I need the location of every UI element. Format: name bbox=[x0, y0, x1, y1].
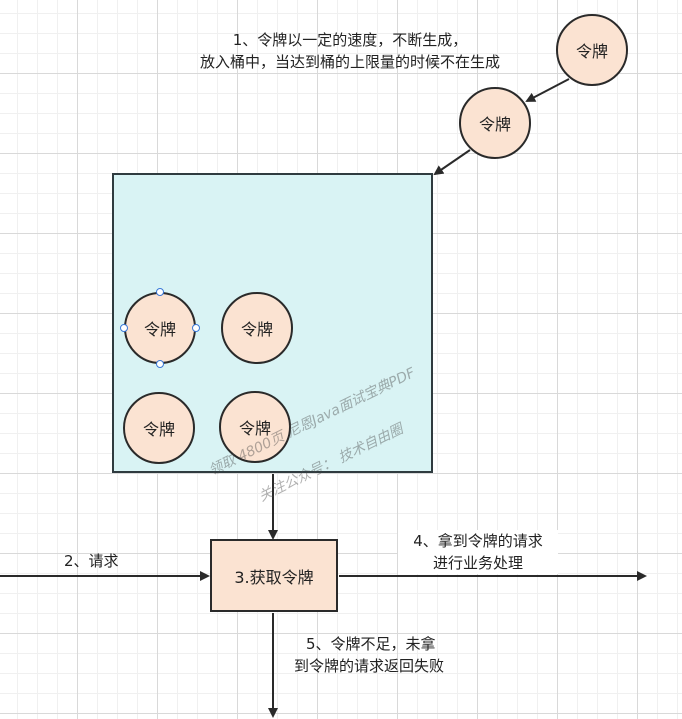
token-falling-top: 令牌 bbox=[556, 14, 628, 86]
selection-handle-bottom[interactable] bbox=[156, 360, 164, 368]
success-label: 4、拿到令牌的请求 进行业务处理 bbox=[398, 530, 558, 574]
fail-label-line2: 到令牌的请求返回失败 bbox=[294, 657, 445, 675]
acquire-token-label: 3.获取令牌 bbox=[234, 567, 314, 587]
token-in-bucket-3: 令牌 bbox=[123, 392, 195, 464]
annotation-generate-line1: 1、令牌以一定的速度，不断生成， bbox=[232, 31, 468, 49]
annotation-generate: 1、令牌以一定的速度，不断生成， 放入桶中，当达到桶的上限量的时候不在生成 bbox=[170, 29, 530, 73]
request-label: 2、请求 bbox=[64, 552, 119, 570]
token-falling-middle: 令牌 bbox=[459, 87, 531, 159]
selection-handle-top[interactable] bbox=[156, 288, 164, 296]
fail-label: 5、令牌不足，未拿 到令牌的请求返回失败 bbox=[294, 633, 444, 677]
arrow-token-to-bucket bbox=[433, 149, 471, 176]
arrow-token-to-token bbox=[525, 78, 570, 102]
token-in-bucket-1[interactable]: 令牌 bbox=[124, 292, 196, 364]
success-label-line1: 4、拿到令牌的请求 bbox=[413, 532, 543, 550]
annotation-generate-line2: 放入桶中，当达到桶的上限量的时候不在生成 bbox=[199, 53, 500, 71]
selection-handle-right[interactable] bbox=[192, 324, 200, 332]
token-in-bucket-2: 令牌 bbox=[221, 292, 293, 364]
selection-handle-left[interactable] bbox=[120, 324, 128, 332]
success-label-line2: 进行业务处理 bbox=[432, 554, 523, 572]
fail-label-line1: 5、令牌不足，未拿 bbox=[306, 635, 436, 653]
token-in-bucket-4: 令牌 bbox=[219, 391, 291, 463]
acquire-token-step: 3.获取令牌 bbox=[210, 539, 338, 612]
